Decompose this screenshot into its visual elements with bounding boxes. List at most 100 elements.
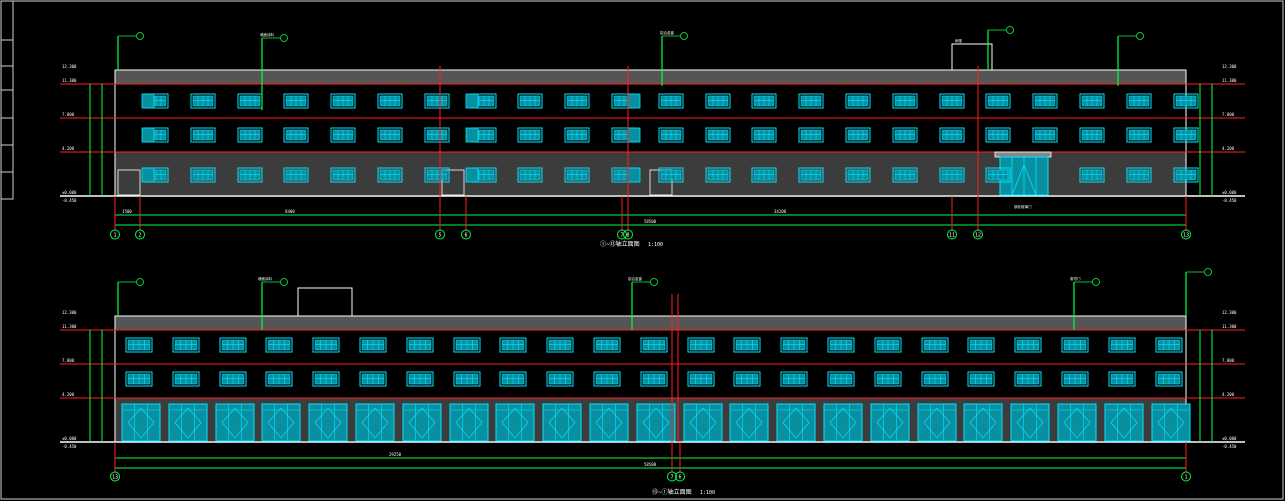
upper-leader-2 bbox=[661, 32, 688, 86]
lower-elevation-scale: 1:100 bbox=[700, 490, 715, 496]
lower-roller-door-20 bbox=[1010, 403, 1050, 442]
lower-window-f2-4 bbox=[265, 371, 293, 387]
upper-elevation-title: ①~⑬轴立面图 bbox=[600, 240, 640, 248]
svg-text:1: 1 bbox=[1184, 475, 1187, 481]
upper-window-f2-22 bbox=[1126, 127, 1152, 143]
svg-text:13: 13 bbox=[112, 475, 118, 481]
upper-axis-1: 1 bbox=[110, 229, 120, 240]
lower-level-left-5: ±0.000 bbox=[62, 436, 77, 441]
lower-window-f3-2 bbox=[172, 337, 200, 353]
upper-dimension-1: 1500 bbox=[122, 209, 132, 214]
upper-window-f1-22 bbox=[1126, 167, 1152, 183]
lower-window-f2-22 bbox=[1108, 371, 1136, 387]
lower-window-f2-3 bbox=[219, 371, 247, 387]
lower-roller-door-10 bbox=[542, 403, 582, 442]
upper-axis-11: 11 bbox=[947, 229, 957, 240]
lower-roller-door-23 bbox=[1151, 403, 1191, 442]
lower-roller-door-14 bbox=[729, 403, 769, 442]
upper-leader-4 bbox=[1117, 32, 1144, 86]
lower-window-f3-14 bbox=[733, 337, 761, 353]
lower-window-f3-18 bbox=[921, 337, 949, 353]
upper-window-f1-14 bbox=[751, 167, 777, 183]
lower-window-f2-16 bbox=[827, 371, 855, 387]
upper-window-f2-17 bbox=[892, 127, 918, 143]
svg-text:1: 1 bbox=[113, 233, 116, 239]
upper-window-f3-22 bbox=[1126, 93, 1152, 109]
upper-window-f3-12 bbox=[658, 93, 684, 109]
lower-roller-door-9 bbox=[495, 403, 535, 442]
upper-entrance-canopy bbox=[994, 151, 1052, 158]
upper-window-f1-7 bbox=[424, 167, 450, 183]
upper-window-f2-15 bbox=[798, 127, 824, 143]
upper-window-f3-21 bbox=[1079, 93, 1105, 109]
lower-annotation-2: 铝合金窗 bbox=[628, 276, 642, 281]
lower-window-f2-19 bbox=[967, 371, 995, 387]
lower-level-right-6: -0.450 bbox=[1222, 444, 1237, 449]
upper-window-f2-4 bbox=[283, 127, 309, 143]
upper-window-f2-14 bbox=[751, 127, 777, 143]
svg-text:11: 11 bbox=[949, 233, 955, 239]
upper-window-f1-19 bbox=[985, 167, 1011, 183]
lower-window-f2-17 bbox=[874, 371, 902, 387]
upper-annotation-4: 铝合金窗 bbox=[660, 30, 674, 35]
lower-window-f3-8 bbox=[453, 337, 481, 353]
upper-window-f2-19 bbox=[985, 127, 1011, 143]
lower-axis-13: 13 bbox=[110, 471, 120, 482]
upper-window-f2-7 bbox=[424, 127, 450, 143]
lower-leader-3 bbox=[1073, 278, 1100, 330]
upper-stair-window-6 bbox=[627, 127, 641, 143]
upper-window-f1-4 bbox=[283, 167, 309, 183]
upper-axis-12: 12 bbox=[973, 229, 983, 240]
lower-roller-door-1 bbox=[121, 403, 161, 442]
lower-roller-door-6 bbox=[355, 403, 395, 442]
lower-parapet bbox=[114, 315, 1187, 331]
lower-window-f2-11 bbox=[593, 371, 621, 387]
lower-window-f2-14 bbox=[733, 371, 761, 387]
lower-elevation-title: ⑬~①轴立面图 bbox=[652, 488, 692, 496]
upper-window-f2-2 bbox=[190, 127, 216, 143]
lower-axis-6: 6 bbox=[675, 471, 685, 482]
upper-stair-window-9 bbox=[627, 167, 641, 183]
svg-text:8: 8 bbox=[626, 233, 629, 239]
lower-level-right-2: 11.300 bbox=[1222, 324, 1237, 329]
lower-window-f3-21 bbox=[1061, 337, 1089, 353]
upper-window-f1-23 bbox=[1173, 167, 1199, 183]
lower-roller-door-4 bbox=[261, 403, 301, 442]
upper-level-left-3: 7.800 bbox=[62, 112, 75, 117]
lower-window-f3-3 bbox=[219, 337, 247, 353]
upper-axis-13: 13 bbox=[1181, 229, 1191, 240]
upper-window-f3-23 bbox=[1173, 93, 1199, 109]
lower-roller-door-8 bbox=[449, 403, 489, 442]
upper-leader-1 bbox=[261, 34, 288, 110]
lower-roller-door-21 bbox=[1057, 403, 1097, 442]
upper-stair-window-1 bbox=[141, 93, 155, 109]
upper-window-f3-5 bbox=[330, 93, 356, 109]
lower-roller-door-22 bbox=[1104, 403, 1144, 442]
lower-annotation-1: 墙面涂料 bbox=[258, 276, 272, 281]
title-strip bbox=[0, 0, 14, 200]
lower-window-f2-6 bbox=[359, 371, 387, 387]
lower-roller-door-19 bbox=[963, 403, 1003, 442]
lower-level-left-4: 4.200 bbox=[62, 392, 75, 397]
upper-window-f1-12 bbox=[658, 167, 684, 183]
upper-axis-7: 7 bbox=[617, 229, 627, 240]
upper-stair-tower bbox=[951, 43, 993, 71]
upper-stair-window-4 bbox=[141, 127, 155, 143]
upper-window-f3-19 bbox=[985, 93, 1011, 109]
upper-window-f2-13 bbox=[705, 127, 731, 143]
upper-stair-window-5 bbox=[465, 127, 479, 143]
upper-leader-5 bbox=[117, 32, 144, 70]
lower-level-right-4: 4.200 bbox=[1222, 392, 1235, 397]
lower-window-f2-18 bbox=[921, 371, 949, 387]
lower-level-right-5: ±0.000 bbox=[1222, 436, 1237, 441]
upper-level-right-3: 7.800 bbox=[1222, 112, 1235, 117]
svg-text:5: 5 bbox=[438, 233, 441, 239]
upper-window-f2-23 bbox=[1173, 127, 1199, 143]
lower-roller-door-17 bbox=[870, 403, 910, 442]
lower-level-left-6: -0.450 bbox=[62, 444, 77, 449]
lower-window-f3-22 bbox=[1108, 337, 1136, 353]
upper-annotation-2: 雨篷 bbox=[955, 38, 963, 43]
lower-window-f3-5 bbox=[312, 337, 340, 353]
lower-level-left-2: 11.300 bbox=[62, 324, 77, 329]
